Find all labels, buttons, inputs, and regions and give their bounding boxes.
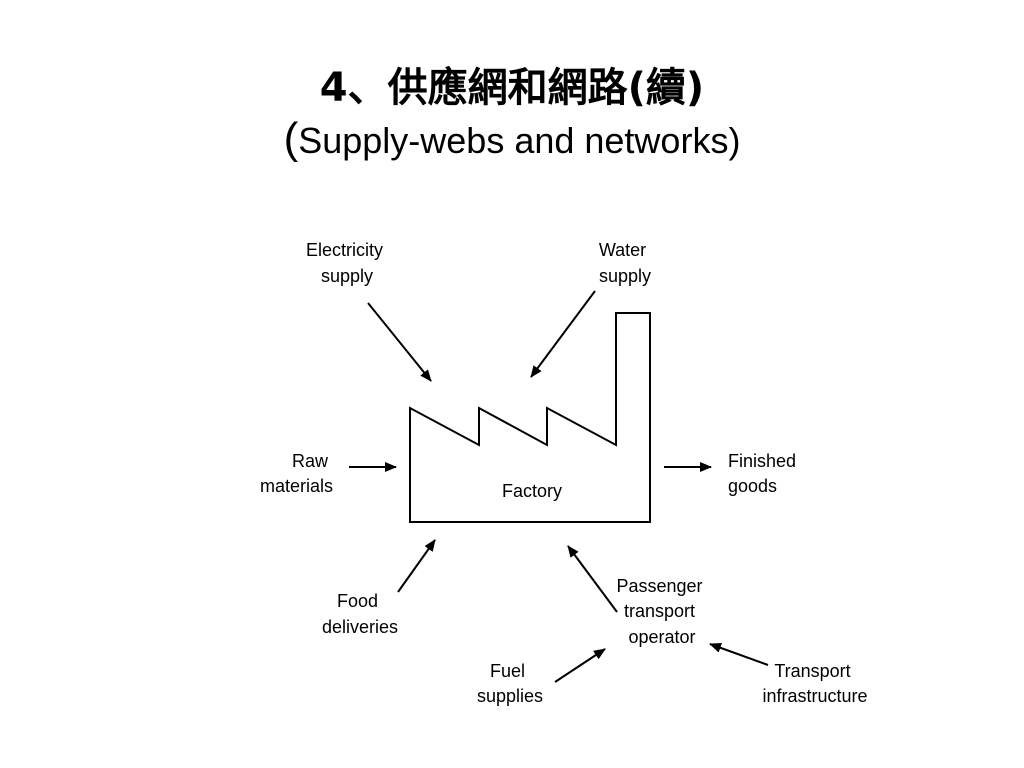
- arrow-fuel: [554, 648, 606, 683]
- title-english: (Supply-webs and networks): [0, 114, 1024, 166]
- title-english-text: Supply-webs and networks): [298, 120, 741, 161]
- arrow-passenger: [567, 545, 618, 613]
- title-open-paren: (: [283, 114, 299, 163]
- label-transport-infrastructure: Transport infrastructure: [762, 661, 867, 706]
- label-raw-materials: Raw materials: [260, 451, 333, 496]
- label-electricity-supply: Electricity supply: [306, 240, 388, 286]
- arrow-electricity: [367, 302, 432, 382]
- arrow-water: [530, 290, 596, 378]
- factory-label: Factory: [502, 481, 562, 501]
- label-finished-goods: Finished goods: [728, 451, 801, 496]
- arrow-food: [397, 539, 436, 593]
- factory-outline: [409, 312, 651, 523]
- label-food-deliveries: Food deliveries: [322, 591, 398, 637]
- title-chinese: 4、供應網和網路(續): [319, 65, 705, 111]
- slide-title: 4、供應網和網路(續) (Supply-webs and networks): [0, 62, 1024, 166]
- label-fuel-supplies: Fuel supplies: [477, 661, 543, 706]
- arrow-transport-infra: [709, 643, 769, 666]
- label-passenger-transport-operator: Passenger transport operator: [616, 576, 707, 647]
- label-water-supply: Water supply: [599, 240, 651, 286]
